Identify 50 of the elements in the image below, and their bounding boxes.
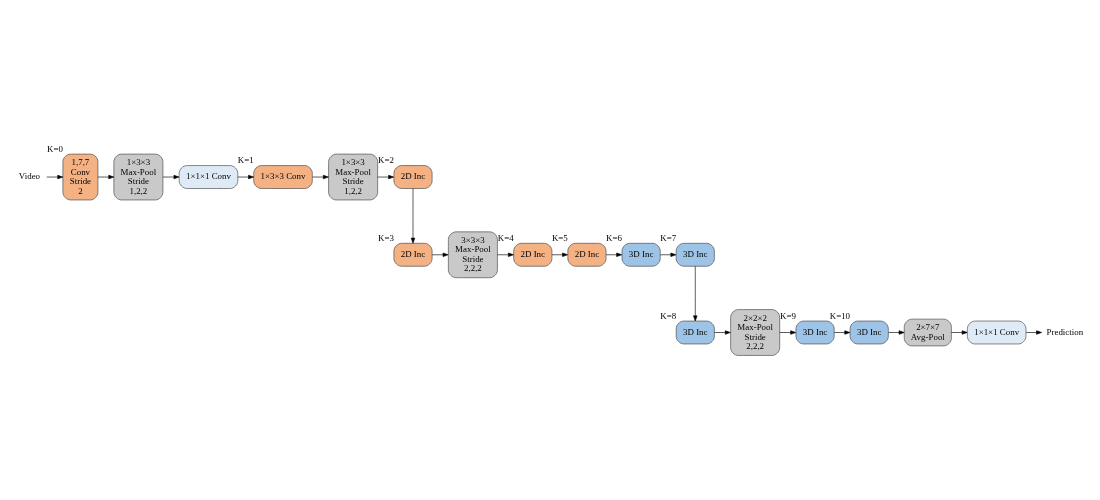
- arrow: [951, 330, 968, 335]
- arrow: [497, 252, 514, 257]
- node-box: 3D Inc: [795, 320, 835, 345]
- arrow: [46, 174, 64, 180]
- node-box: 3D Inc: [621, 243, 661, 267]
- node-label: K=4: [497, 232, 514, 243]
- arrow: [237, 174, 254, 180]
- node-text: Video: [18, 171, 41, 182]
- node-label: K=6: [606, 232, 622, 243]
- node-box: 1×1×1 Conv: [178, 165, 239, 189]
- node-box: 1×3×3 Max-Pool Stride 1,2,2: [113, 153, 164, 201]
- arrow: [410, 188, 416, 244]
- node-box: 1,7,7 Conv Stride 2: [62, 153, 99, 201]
- arrow: [551, 252, 568, 257]
- node-box: 3D Inc: [675, 320, 715, 345]
- arrow: [693, 266, 698, 322]
- node-box: 3×3×3 Max-Pool Stride 2,2,2: [448, 231, 498, 279]
- node-box: 2D Inc: [393, 165, 433, 189]
- node-text: Prediction: [1046, 326, 1084, 337]
- arrow: [660, 252, 677, 257]
- node-box: 1×3×3 Max-Pool Stride 1,2,2: [328, 153, 378, 201]
- arrow: [162, 174, 180, 180]
- node-box: 2D Inc: [393, 243, 433, 267]
- arrow: [97, 174, 115, 180]
- node-label: K=3: [377, 232, 394, 243]
- arrow: [377, 174, 394, 180]
- node-label: K=0: [46, 143, 63, 154]
- node-label: K=1: [237, 155, 254, 166]
- node-label: K=5: [551, 232, 568, 243]
- arrow: [779, 330, 797, 335]
- node-box: 2D Inc: [567, 243, 607, 267]
- node-box: 2D Inc: [513, 243, 553, 267]
- node-box: 1×3×3 Conv: [253, 165, 313, 189]
- node-label: K=9: [780, 310, 796, 321]
- node-label: K=10: [829, 310, 851, 321]
- node-box: 2×7×7 Avg-Pool: [903, 318, 952, 347]
- node-label: K=8: [660, 310, 677, 321]
- arrow: [312, 174, 329, 180]
- node-box: 1×1×1 Conv: [967, 320, 1027, 345]
- node-box: 2×2×2 Max-Pool Stride 2,2,2: [730, 309, 781, 356]
- arrow: [1025, 330, 1042, 335]
- arrow: [888, 330, 905, 335]
- arrow: [714, 330, 731, 335]
- arrow: [605, 252, 623, 257]
- node-box: 3D Inc: [849, 320, 889, 345]
- node-label: K=7: [660, 232, 677, 243]
- node-label: K=2: [377, 155, 394, 166]
- arrow: [431, 252, 449, 257]
- arrow: [834, 330, 851, 335]
- node-box: 3D Inc: [675, 243, 715, 267]
